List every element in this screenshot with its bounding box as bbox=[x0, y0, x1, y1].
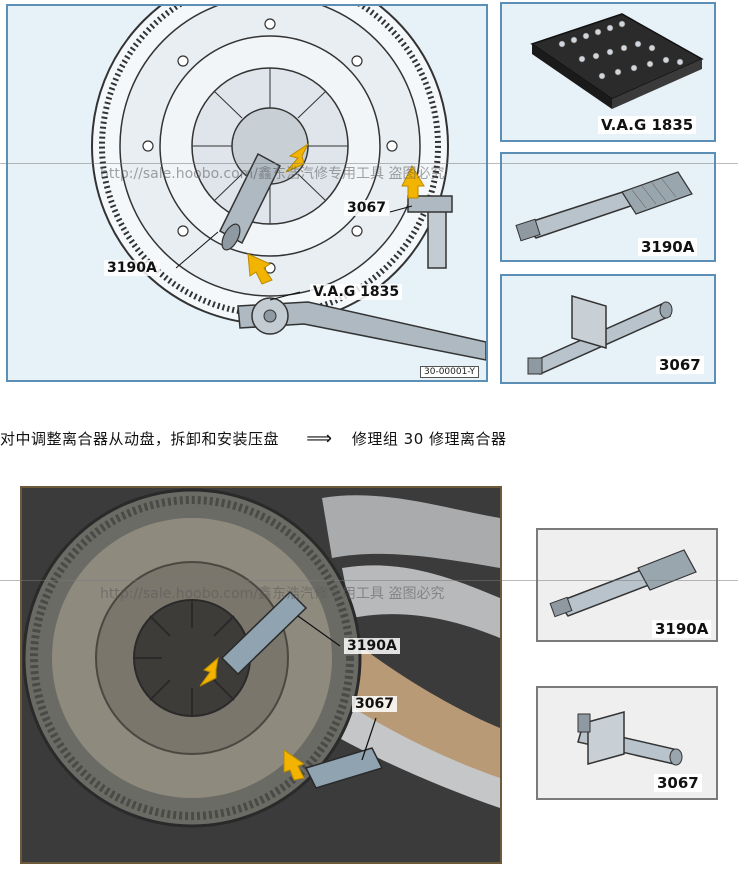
top-clutch-illustration: 3067 3190A V.A.G 1835 30-00001-Y bbox=[6, 4, 488, 382]
torque-wrench-drawing bbox=[237, 297, 486, 361]
bottom-tool-label-3190A: 3190A bbox=[652, 620, 712, 638]
photo-callout-3067: 3067 bbox=[352, 696, 397, 712]
caption-text: 对中调整离合器从动盘，拆卸和安装压盘 bbox=[0, 430, 280, 448]
centering-mandrel-icon bbox=[515, 171, 693, 242]
figure-reference: 30-00001-Y bbox=[420, 366, 480, 378]
tool-label-vag-1835: V.A.G 1835 bbox=[598, 116, 697, 134]
tool-label-3067: 3067 bbox=[656, 356, 704, 374]
arrow-icon: ⟹ bbox=[306, 428, 333, 449]
bottom-tool-panel-3067: 3067 bbox=[536, 686, 718, 800]
socket-case-icon bbox=[530, 13, 704, 109]
tool-panel-3067: 3067 bbox=[500, 274, 716, 384]
flywheel-lock-icon bbox=[577, 711, 683, 766]
callout-3190A: 3190A bbox=[104, 260, 160, 276]
callout-vag-1835: V.A.G 1835 bbox=[310, 284, 403, 300]
bottom-clutch-photo: 3190A 3067 bbox=[20, 486, 502, 864]
clutch-photo-drawing bbox=[22, 488, 500, 862]
photo-callout-3190A: 3190A bbox=[344, 638, 400, 654]
watermark-top: http://sale.hoobo.com/鑫东浩汽修专用工具 盗图必究 bbox=[100, 166, 445, 182]
mandrel-3190A-drawing bbox=[219, 152, 281, 251]
watermark-rule-top bbox=[0, 163, 738, 164]
tool-panel-3190A: 3190A bbox=[500, 152, 716, 262]
clutch-diagram bbox=[91, 6, 486, 361]
caption-reference: 修理组 30 修理离合器 bbox=[351, 430, 507, 448]
flywheel-lock-icon bbox=[527, 294, 673, 375]
section-caption: 对中调整离合器从动盘，拆卸和安装压盘 ⟹ 修理组 30 修理离合器 bbox=[0, 428, 507, 449]
tool-label-3190A: 3190A bbox=[638, 238, 698, 256]
bottom-tool-label-3067: 3067 bbox=[654, 774, 702, 792]
callout-3067: 3067 bbox=[344, 200, 389, 216]
watermark-rule-bottom bbox=[0, 580, 738, 581]
tool-panel-vag-1835: V.A.G 1835 bbox=[500, 2, 716, 142]
bottom-tool-panel-3190A: 3190A bbox=[536, 528, 718, 642]
watermark-bottom: http://sale.hoobo.com/鑫东浩汽修专用工具 盗图必究 bbox=[100, 586, 445, 602]
